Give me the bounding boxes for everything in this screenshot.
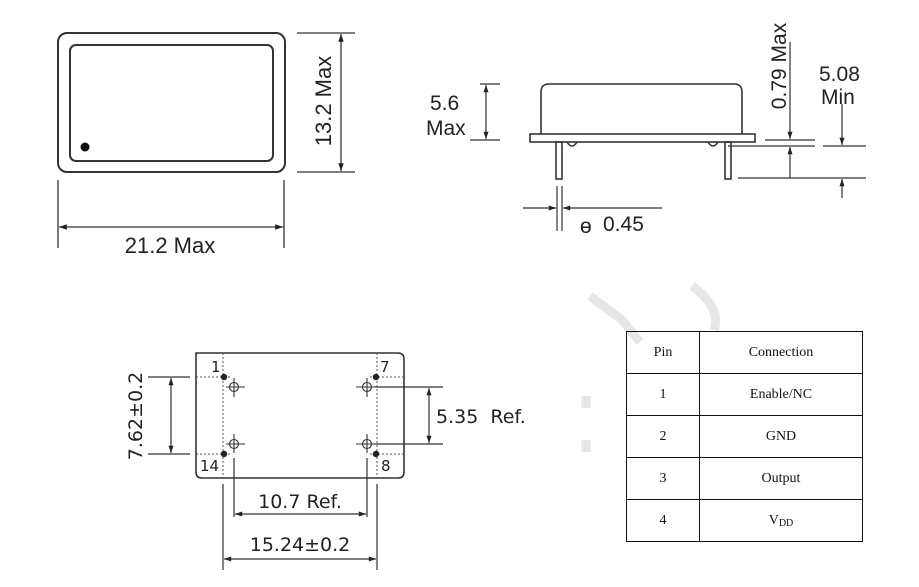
pin-label-8: 8: [381, 457, 391, 475]
pin-connection: VDD: [699, 499, 863, 542]
lead-diameter-symbol: ɵ: [580, 215, 592, 238]
top-view: [57, 32, 355, 248]
height-dimension-label: 13.2 Max: [311, 56, 336, 147]
table-row: 2 GND: [626, 415, 863, 458]
lead-diameter-label: 0.45: [603, 213, 644, 236]
pin-1-dot: [80, 142, 90, 152]
header-connection: Connection: [699, 331, 863, 374]
lead-length-label-suffix: Min: [821, 86, 855, 109]
pin-label-7: 7: [380, 358, 390, 376]
lead-right: [724, 141, 732, 180]
pin-dot-1: [220, 373, 228, 381]
vdd-main: V: [768, 512, 779, 528]
pin-label-1: 1: [211, 358, 221, 376]
pin-number: 1: [626, 373, 700, 416]
vdd-subscript: DD: [778, 517, 794, 529]
table-row: 3 Output: [626, 457, 863, 500]
table-header-row: Pin Connection: [626, 331, 863, 374]
footprint-outline: [195, 352, 405, 479]
pin-dot-14: [220, 450, 228, 458]
pin-number: 3: [626, 457, 700, 500]
inner-row-label: 5.35 Ref.: [436, 406, 526, 428]
base-flange: [529, 133, 756, 143]
pin-connection-table: Pin Connection 1 Enable/NC 2 GND 3 Outpu…: [626, 331, 863, 542]
package-lid: [69, 44, 274, 162]
package-outline: [57, 32, 286, 173]
width-dimension-label: 21.2 Max: [125, 233, 216, 258]
body-height-label: 5.6: [430, 92, 459, 115]
package-body: [540, 83, 743, 134]
header-pin: Pin: [626, 331, 700, 374]
pin-connection: Enable/NC: [699, 373, 863, 416]
table-row: 4 VDD: [626, 499, 863, 542]
row-pitch-label: 7.62±0.2: [125, 372, 147, 460]
standoff-label: 0.79 Max: [768, 22, 791, 109]
lead-length-label: 5.08: [819, 63, 860, 86]
pin-connection: Output: [699, 457, 863, 500]
pin-dot-8: [372, 450, 380, 458]
col-pitch-label: 15.24±0.2: [250, 534, 351, 556]
body-height-label-suffix: Max: [426, 117, 466, 140]
footprint-view: [148, 352, 443, 570]
pin-label-14: 14: [200, 457, 219, 475]
pin-number: 4: [626, 499, 700, 542]
pin-connection: GND: [699, 415, 863, 458]
side-view: [470, 42, 866, 231]
pin-dot-7: [372, 373, 380, 381]
lead-left: [555, 141, 563, 180]
inner-col-label: 10.7 Ref.: [258, 491, 342, 513]
pin-number: 2: [626, 415, 700, 458]
table-row: 1 Enable/NC: [626, 373, 863, 416]
